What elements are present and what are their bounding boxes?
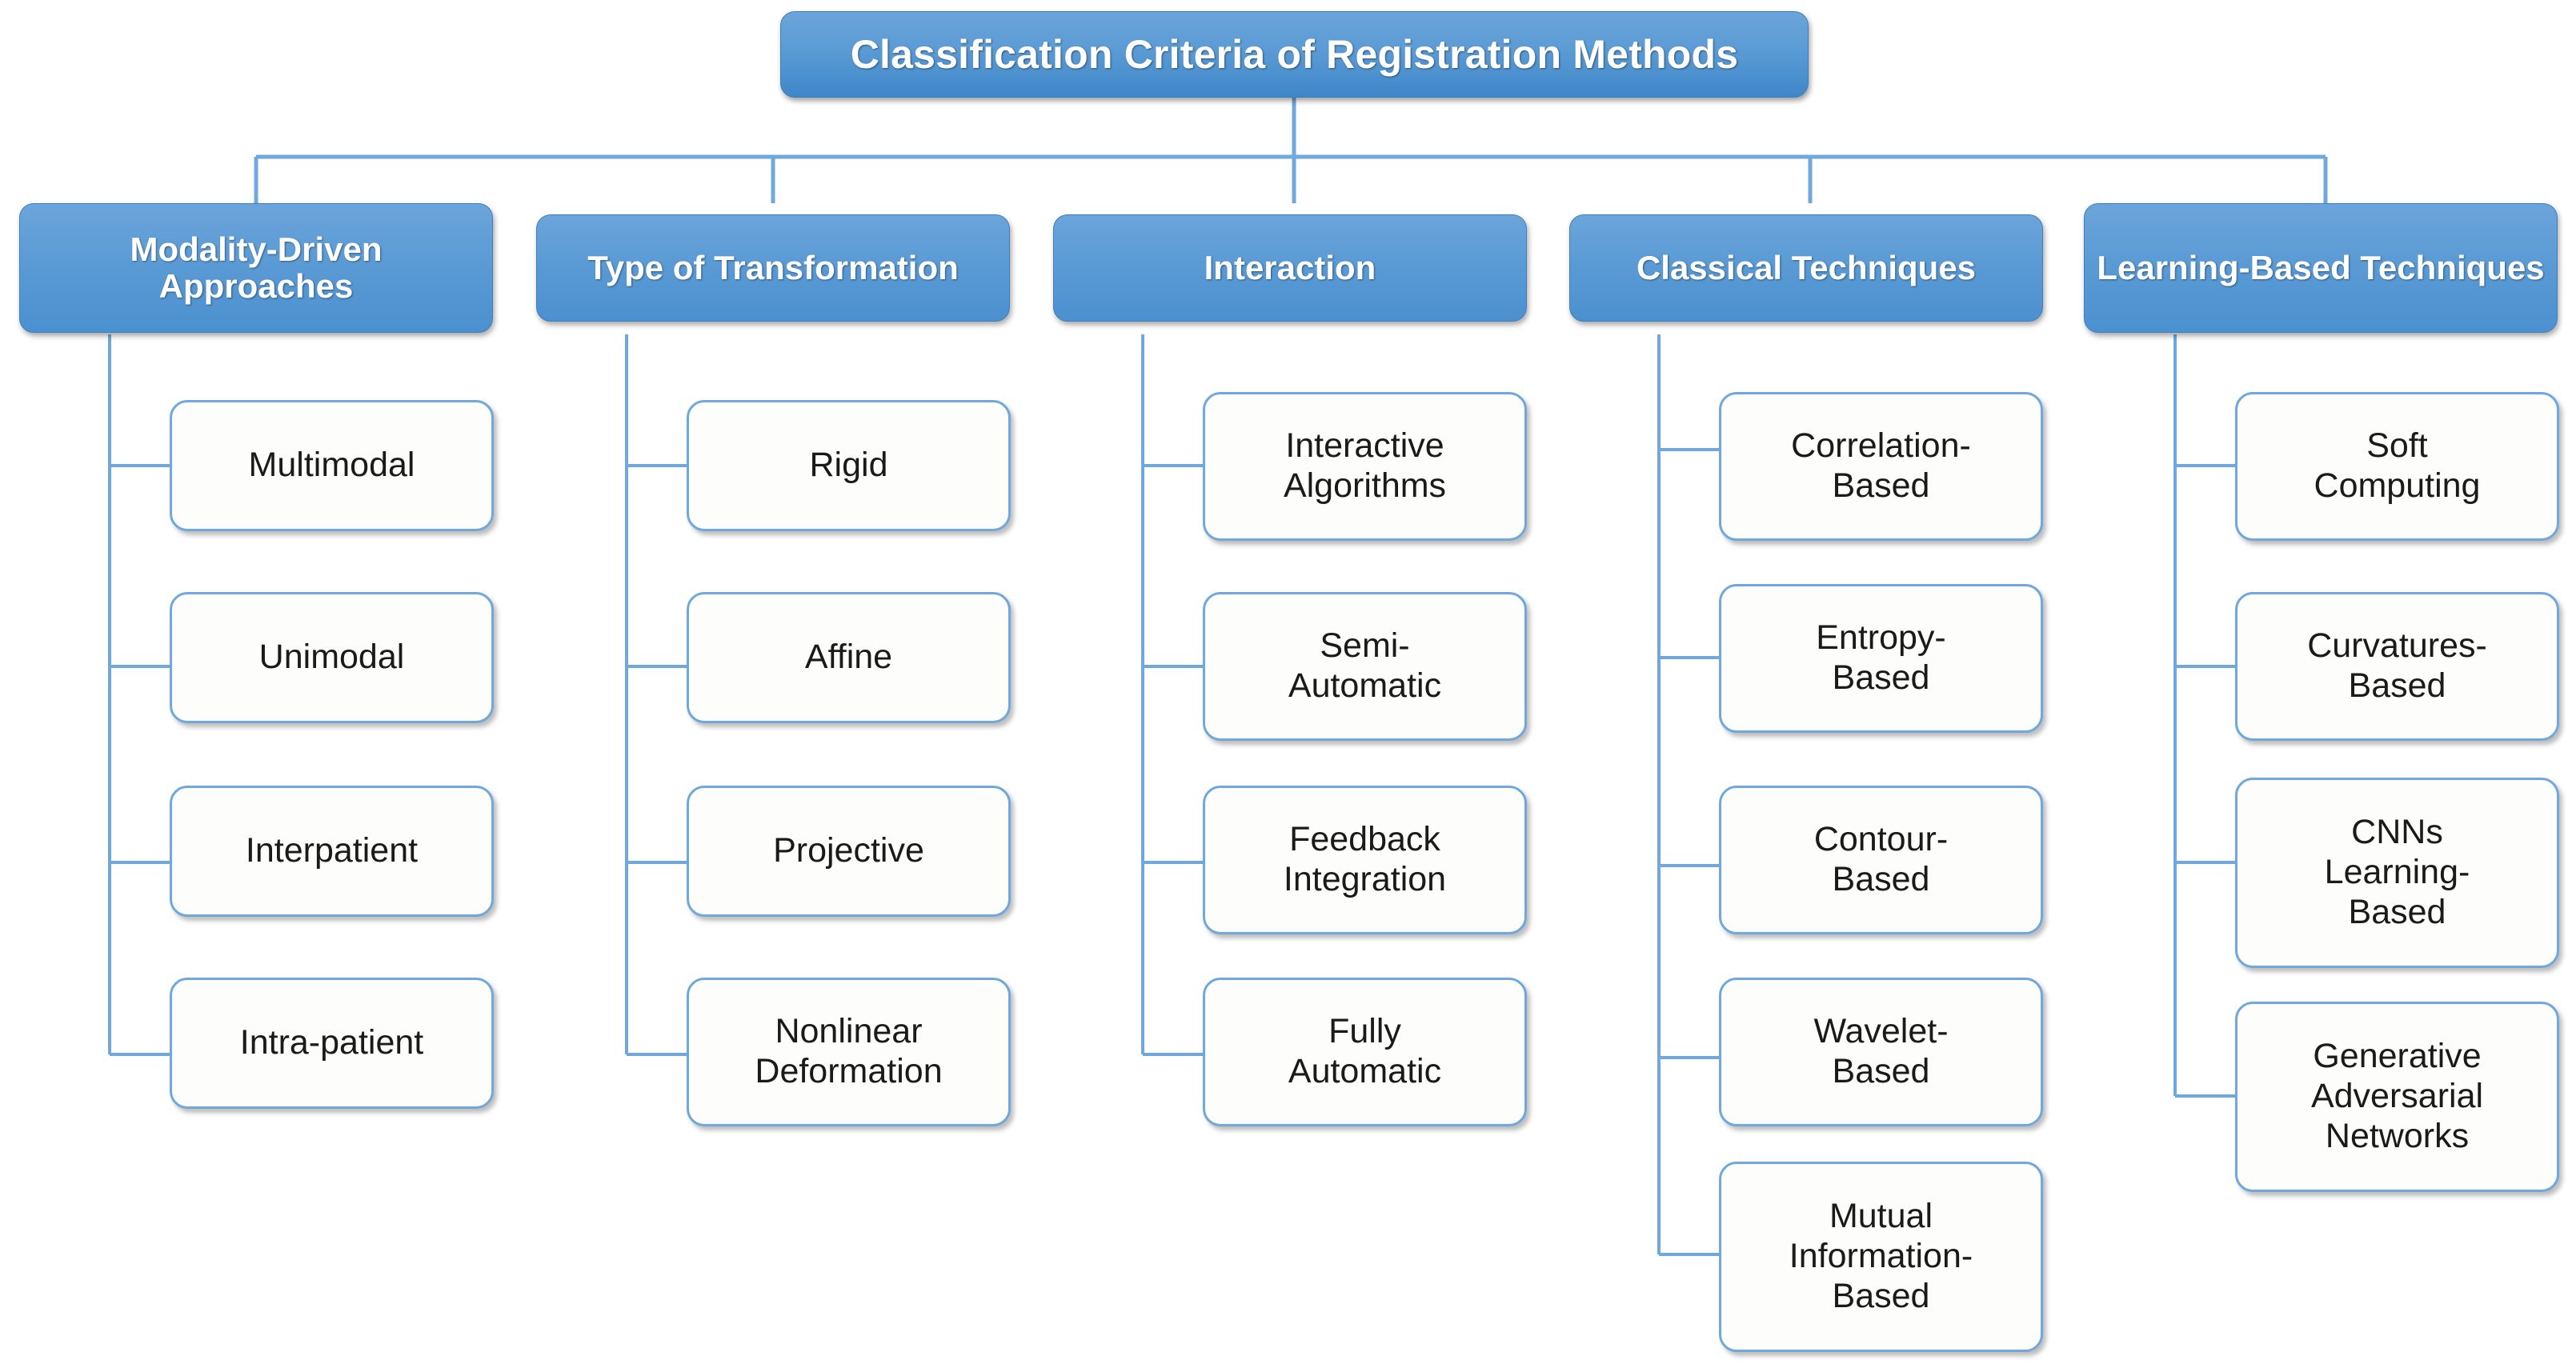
leaf-node-label: Affine xyxy=(804,638,893,677)
leaf-node-wavelet-based[interactable]: Wavelet- Based xyxy=(1719,978,2043,1126)
leaf-node-label: Nonlinear Deformation xyxy=(755,1012,943,1090)
leaf-node-label: Mutual Information- Based xyxy=(1789,1197,1973,1315)
category-node-modality-driven-approaches[interactable]: Modality-Driven Approaches xyxy=(19,203,493,333)
leaf-node-label: Intra-patient xyxy=(239,1023,424,1062)
leaf-node-label: Contour- Based xyxy=(1813,820,1949,898)
leaf-node-correlation-based[interactable]: Correlation- Based xyxy=(1719,392,2043,541)
category-node-label: Classical Techniques xyxy=(1636,248,1977,286)
leaf-node-intra-patient[interactable]: Intra-patient xyxy=(170,978,494,1109)
leaf-node-interactive-algorithms[interactable]: Interactive Algorithms xyxy=(1203,392,1527,541)
leaf-node-rigid[interactable]: Rigid xyxy=(687,400,1011,531)
leaf-node-nonlinear-deformation[interactable]: Nonlinear Deformation xyxy=(687,978,1011,1126)
leaf-node-label: Unimodal xyxy=(258,638,405,677)
leaf-node-cnns-learning-based[interactable]: CNNs Learning- Based xyxy=(2235,778,2559,968)
leaf-node-fully-automatic[interactable]: Fully Automatic xyxy=(1203,978,1527,1126)
category-node-learning-based-techniques[interactable]: Learning-Based Techniques xyxy=(2084,203,2558,333)
leaf-node-generative-adversarial-networks[interactable]: Generative Adversarial Networks xyxy=(2235,1002,2559,1192)
leaf-node-label: Fully Automatic xyxy=(1288,1012,1442,1090)
leaf-node-label: Wavelet- Based xyxy=(1813,1012,1949,1090)
category-node-type-of-transformation[interactable]: Type of Transformation xyxy=(536,214,1010,322)
leaf-node-contour-based[interactable]: Contour- Based xyxy=(1719,786,2043,934)
root-node[interactable]: Classification Criteria of Registration … xyxy=(780,11,1809,98)
leaf-node-curvatures-based[interactable]: Curvatures- Based xyxy=(2235,592,2559,741)
leaf-node-label: Correlation- Based xyxy=(1791,426,1971,505)
category-node-classical-techniques[interactable]: Classical Techniques xyxy=(1569,214,2043,322)
category-node-label: Learning-Based Techniques xyxy=(2097,248,2545,286)
leaf-node-label: Entropy- Based xyxy=(1816,618,1946,697)
leaf-node-label: Multimodal xyxy=(248,446,415,485)
leaf-node-label: Curvatures- Based xyxy=(2307,626,2487,705)
leaf-node-label: CNNs Learning- Based xyxy=(2324,813,2470,931)
leaf-node-mutual-information-based[interactable]: Mutual Information- Based xyxy=(1719,1162,2043,1352)
category-node-label: Modality-Driven Approaches xyxy=(130,230,383,305)
category-node-label: Type of Transformation xyxy=(587,248,959,286)
leaf-node-projective[interactable]: Projective xyxy=(687,786,1011,917)
leaf-node-label: Projective xyxy=(773,831,924,870)
category-node-label: Interaction xyxy=(1204,248,1376,286)
leaf-node-unimodal[interactable]: Unimodal xyxy=(170,592,494,723)
leaf-node-soft-computing[interactable]: Soft Computing xyxy=(2235,392,2559,541)
leaf-node-feedback-integration[interactable]: Feedback Integration xyxy=(1203,786,1527,934)
leaf-node-label: Interpatient xyxy=(245,831,419,870)
leaf-node-label: Interactive Algorithms xyxy=(1283,426,1447,505)
leaf-node-label: Soft Computing xyxy=(2314,426,2481,505)
leaf-node-entropy-based[interactable]: Entropy- Based xyxy=(1719,584,2043,733)
leaf-node-multimodal[interactable]: Multimodal xyxy=(170,400,494,531)
leaf-node-label: Generative Adversarial Networks xyxy=(2310,1037,2484,1155)
leaf-node-label: Rigid xyxy=(809,446,888,485)
leaf-node-semi-automatic[interactable]: Semi- Automatic xyxy=(1203,592,1527,741)
leaf-node-interpatient[interactable]: Interpatient xyxy=(170,786,494,917)
category-node-interaction[interactable]: Interaction xyxy=(1053,214,1527,322)
leaf-node-affine[interactable]: Affine xyxy=(687,592,1011,723)
leaf-node-label: Feedback Integration xyxy=(1283,820,1447,898)
leaf-node-label: Semi- Automatic xyxy=(1288,626,1442,705)
root-node-label: Classification Criteria of Registration … xyxy=(850,31,1739,77)
